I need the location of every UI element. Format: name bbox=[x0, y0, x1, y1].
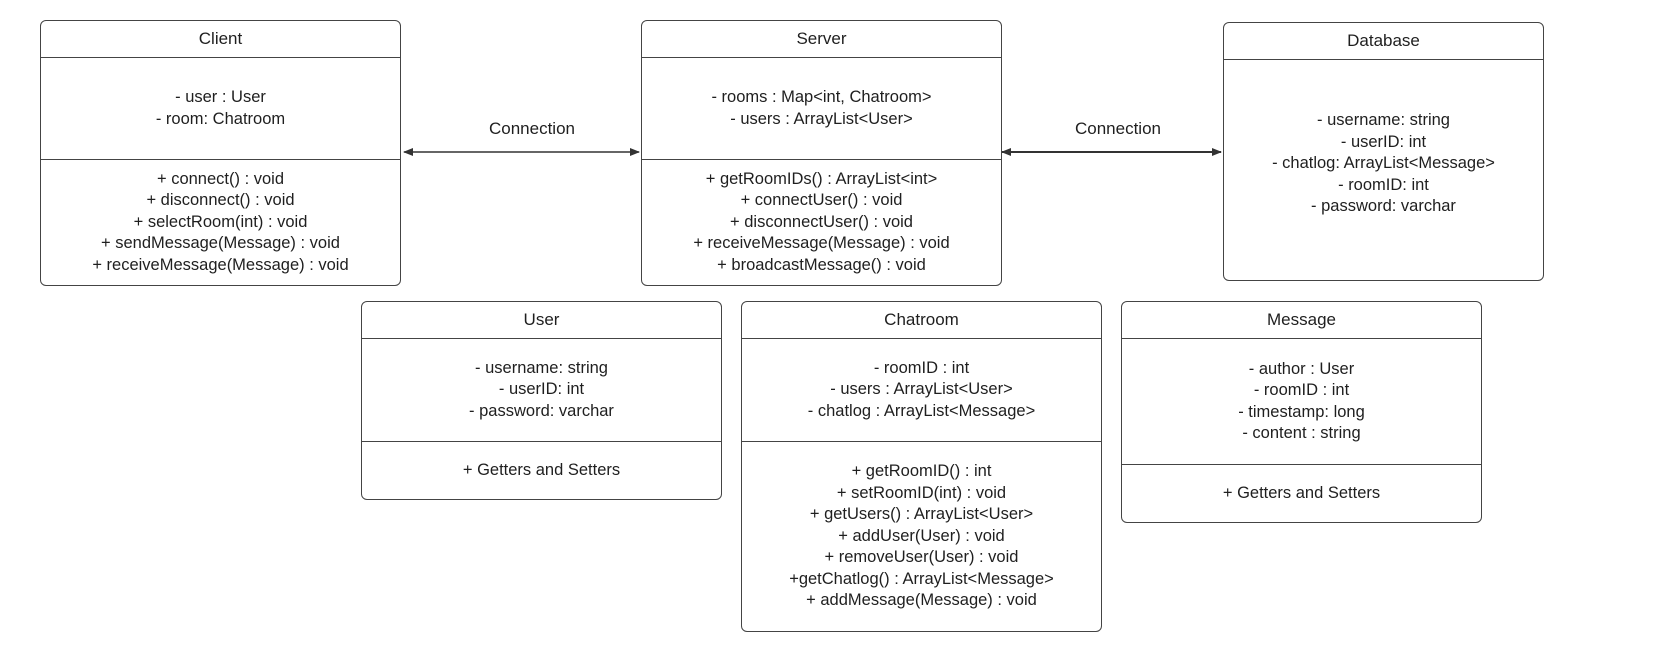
method: + getUsers() : ArrayList<User> bbox=[809, 505, 1034, 524]
method: + selectRoom(int) : void bbox=[133, 212, 308, 231]
class-server-methods: + getRoomIDs() : ArrayList<int> + connec… bbox=[642, 160, 1001, 285]
class-chatroom-methods: + getRoomID() : int + setRoomID(int) : v… bbox=[742, 442, 1101, 631]
method: + Getters and Setters bbox=[1222, 483, 1381, 502]
attribute: - user : User bbox=[175, 88, 266, 106]
class-chatroom[interactable]: Chatroom - roomID : int - users : ArrayL… bbox=[741, 301, 1102, 632]
class-client-methods: + connect() : void + disconnect() : void… bbox=[41, 160, 400, 285]
attribute: - author : User bbox=[1248, 359, 1355, 378]
method: + addMessage(Message) : void bbox=[806, 591, 1037, 610]
class-server-attributes: - rooms : Map<int, Chatroom> - users : A… bbox=[642, 58, 1001, 160]
class-server-name: Server bbox=[642, 21, 1001, 58]
method: +getChatlog() : ArrayList<Message> bbox=[789, 569, 1054, 588]
class-message-attributes: - author : User - roomID : int - timesta… bbox=[1122, 339, 1481, 465]
attribute: - roomID : int bbox=[873, 358, 970, 377]
class-client-attributes: - user : User - room: Chatroom bbox=[41, 58, 400, 160]
class-chatroom-attributes: - roomID : int - users : ArrayList<User>… bbox=[742, 339, 1101, 442]
class-user-name: User bbox=[362, 302, 721, 339]
attribute: - users : ArrayList<User> bbox=[830, 380, 1013, 399]
method: + connectUser() : void bbox=[740, 191, 903, 210]
attribute: - password: varchar bbox=[1311, 197, 1456, 216]
attribute: - username: string bbox=[475, 358, 608, 377]
class-user[interactable]: User - username: string - userID: int - … bbox=[361, 301, 722, 500]
method: + disconnect() : void bbox=[146, 191, 295, 210]
connection-label-client-server: Connection bbox=[488, 119, 575, 138]
connection-label-server-database: Connection bbox=[1074, 119, 1161, 138]
method: + removeUser(User) : void bbox=[824, 548, 1019, 567]
method: + addUser(User) : void bbox=[838, 526, 1005, 545]
class-message[interactable]: Message - author : User - roomID : int -… bbox=[1121, 301, 1482, 523]
method: + receiveMessage(Message) : void bbox=[693, 234, 950, 253]
class-client[interactable]: Client - user : User - room: Chatroom + … bbox=[40, 20, 401, 286]
class-message-name: Message bbox=[1122, 302, 1481, 339]
attribute: - rooms : Map<int, Chatroom> bbox=[711, 88, 932, 106]
class-client-name: Client bbox=[41, 21, 400, 58]
method: + connect() : void bbox=[156, 169, 285, 188]
class-database-name: Database bbox=[1224, 23, 1543, 60]
class-database[interactable]: Database - username: string - userID: in… bbox=[1223, 22, 1544, 281]
attribute: - userID: int bbox=[1340, 132, 1427, 151]
method: + getRoomID() : int bbox=[851, 462, 992, 481]
attribute: - roomID : int bbox=[1253, 381, 1350, 399]
attribute: - roomID: int bbox=[1338, 175, 1429, 194]
attribute: - chatlog : ArrayList<Message> bbox=[807, 401, 1036, 420]
attribute: - chatlog: ArrayList<Message> bbox=[1272, 154, 1495, 173]
method: + sendMessage(Message) : void bbox=[101, 234, 340, 253]
attribute: - password: varchar bbox=[469, 401, 614, 420]
attribute: - timestamp: long bbox=[1238, 402, 1365, 421]
method: + broadcastMessage() : void bbox=[717, 255, 926, 274]
attribute: - userID: int bbox=[498, 380, 585, 399]
method: + Getters and Setters bbox=[462, 460, 621, 479]
class-user-methods: + Getters and Setters bbox=[362, 442, 721, 499]
method: + receiveMessage(Message) : void bbox=[92, 255, 349, 274]
attribute: - username: string bbox=[1317, 111, 1450, 130]
class-user-attributes: - username: string - userID: int - passw… bbox=[362, 339, 721, 442]
attribute: - room: Chatroom bbox=[155, 109, 286, 128]
method: + getRoomIDs() : ArrayList<int> bbox=[705, 169, 938, 188]
class-server[interactable]: Server - rooms : Map<int, Chatroom> - us… bbox=[641, 20, 1002, 286]
attribute: - content : string bbox=[1242, 424, 1361, 442]
method: + setRoomID(int) : void bbox=[836, 483, 1007, 502]
class-database-attributes: - username: string - userID: int - chatl… bbox=[1224, 60, 1543, 280]
attribute: - users : ArrayList<User> bbox=[730, 109, 913, 128]
method: + disconnectUser() : void bbox=[730, 212, 913, 231]
class-chatroom-name: Chatroom bbox=[742, 302, 1101, 339]
class-message-methods: + Getters and Setters bbox=[1122, 465, 1481, 522]
